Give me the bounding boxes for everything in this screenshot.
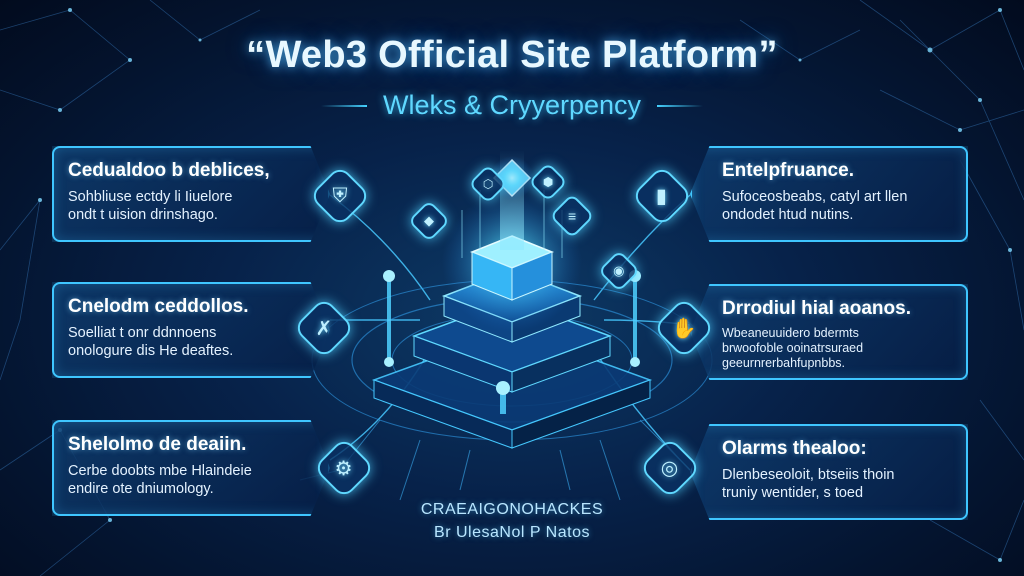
card-line: Cerbe doobts mbe Hlaindeie: [68, 463, 252, 479]
caption-line-2: Br UlesaNol P Natos: [434, 524, 590, 541]
feature-card-right-2: Drrodiul hial aoanos. Wbeaneuuidero bder…: [690, 284, 968, 380]
feature-card-left-2: Cnelodm ceddollos. Soelliat t onr ddnnoe…: [52, 282, 330, 378]
card-line: geeurnrerbahfupnbbs.: [722, 356, 846, 370]
card-line: Soelliat t onr ddnnoens: [68, 325, 217, 341]
card-line: ondt t uision drinshago.: [68, 207, 218, 223]
card-line: brwoofoble ooinatrsuraed: [722, 341, 864, 355]
feature-card-left-1: Cedualdoo b deblices, Sohbliuse ectdy li…: [52, 146, 330, 242]
card-line: Wbeaneuuidero bdermts: [722, 326, 859, 340]
feature-card-right-1: Entelpfruance. Sufoceosbeabs, catyl art …: [690, 146, 968, 242]
page-subtitle: Wleks & Cryyerpency: [382, 90, 642, 120]
card-title: Entelpfruance.: [722, 160, 854, 181]
subtitle-divider-right: [657, 104, 704, 107]
card-title: Shelolmo de deaiin.: [68, 434, 247, 455]
card-title: Cedualdoo b deblices,: [68, 160, 270, 181]
page-title: “Web3 Official Site Platform”: [246, 34, 778, 76]
card-line: Sohbliuse ectdy li Iiuelore: [68, 189, 233, 205]
feature-card-right-3: Olarms thealoo: Dlenbeseoloit, btseiis t…: [690, 424, 968, 520]
card-title: Cnelodm ceddollos.: [68, 296, 249, 317]
subtitle-divider-left: [320, 104, 367, 107]
card-line: endire ote dniumology.: [68, 481, 214, 497]
card-line: Sufoceosbeabs, catyl art llen: [722, 189, 908, 205]
card-title: Olarms thealoo:: [722, 438, 867, 459]
card-line: truniy wentider, s toed: [722, 485, 864, 501]
card-line: onologure dis He deaftes.: [68, 343, 234, 359]
card-title: Drrodiul hial aoanos.: [722, 298, 911, 319]
subtitle-row: Wleks & Cryyerpency: [0, 90, 1024, 121]
platform-caption: CRAEAIGONOHACKES Br UlesaNol P Natos: [380, 498, 644, 544]
feature-card-left-3: Shelolmo de deaiin. Cerbe doobts mbe Hla…: [52, 420, 330, 516]
core-cube: [469, 235, 555, 301]
card-line: Dlenbeseoloit, btseiis thoin: [722, 467, 895, 483]
card-line: ondodet htud nutins.: [722, 207, 854, 223]
caption-line-1: CRAEAIGONOHACKES: [420, 501, 604, 518]
